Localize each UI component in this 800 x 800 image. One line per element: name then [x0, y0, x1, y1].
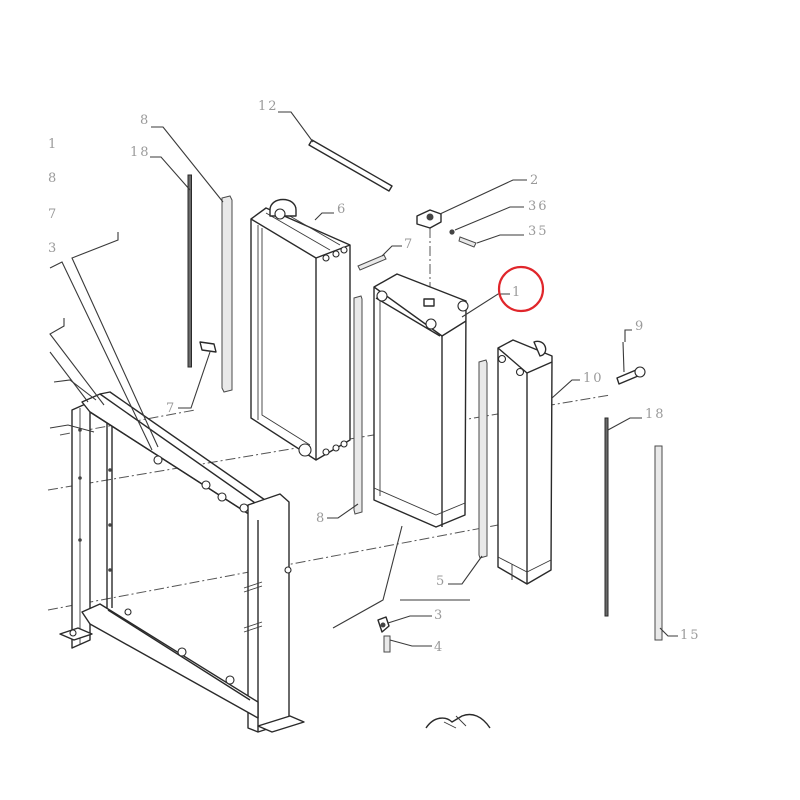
- mounting-frame[interactable]: [59, 391, 305, 733]
- part-18-left-rubber-strip[interactable]: [150, 156, 192, 368]
- part-10-aftercooler[interactable]: [497, 339, 580, 585]
- part-7-clip[interactable]: [178, 341, 217, 409]
- label-3-left: 3: [48, 241, 58, 256]
- part-6-radiator[interactable]: [250, 198, 351, 461]
- part-35-pin[interactable]: [458, 234, 524, 248]
- part-8-middle-seal-strip[interactable]: [327, 295, 363, 519]
- label-7: 7: [404, 237, 414, 252]
- part-4-drain-hose[interactable]: [383, 635, 432, 653]
- part-18-right-rubber-strip[interactable]: [604, 417, 642, 617]
- label-6: 6: [337, 202, 347, 217]
- part-15-rod[interactable]: [654, 445, 678, 641]
- label-36: 36: [528, 199, 549, 214]
- partial-component-bottom: [425, 713, 491, 729]
- part-1-oil-cooler[interactable]: [373, 273, 510, 528]
- label-12: 12: [258, 99, 279, 114]
- label-9: 9: [635, 319, 645, 334]
- part-36-fitting[interactable]: [449, 206, 524, 235]
- label-8: 8: [140, 113, 150, 128]
- label-1: 1: [512, 285, 522, 300]
- label-3: 3: [434, 608, 444, 623]
- label-18-right: 18: [645, 407, 666, 422]
- part-2-filler-neck[interactable]: [416, 179, 527, 229]
- label-5: 5: [436, 574, 446, 589]
- highlight-circle: [497, 265, 545, 313]
- label-7-clip: 7: [166, 401, 176, 416]
- label-7-left: 7: [48, 207, 58, 222]
- part-9-bolt[interactable]: [616, 329, 646, 385]
- part-7-stud[interactable]: [357, 245, 402, 271]
- label-4: 4: [434, 640, 444, 655]
- label-2: 2: [530, 173, 540, 188]
- leader-drain-group: [332, 525, 470, 629]
- label-35: 35: [528, 224, 549, 239]
- part-12-top-seal-strip[interactable]: [278, 111, 393, 192]
- frame-leaders: [49, 232, 159, 451]
- label-8-left: 8: [48, 171, 58, 186]
- part-5-seal-strip[interactable]: [448, 359, 488, 585]
- part-8-left-seal-strip[interactable]: [151, 126, 233, 393]
- label-1-left: 1: [48, 137, 58, 152]
- part-3-drain-valve[interactable]: [377, 615, 432, 633]
- part-labels: 12 8 18 6 2 36 35 7 1 9 10 18 7 8 5 3 4 …: [48, 99, 701, 655]
- label-10: 10: [583, 371, 604, 386]
- label-15: 15: [680, 628, 701, 643]
- label-8-middle: 8: [316, 511, 326, 526]
- label-18: 18: [130, 145, 151, 160]
